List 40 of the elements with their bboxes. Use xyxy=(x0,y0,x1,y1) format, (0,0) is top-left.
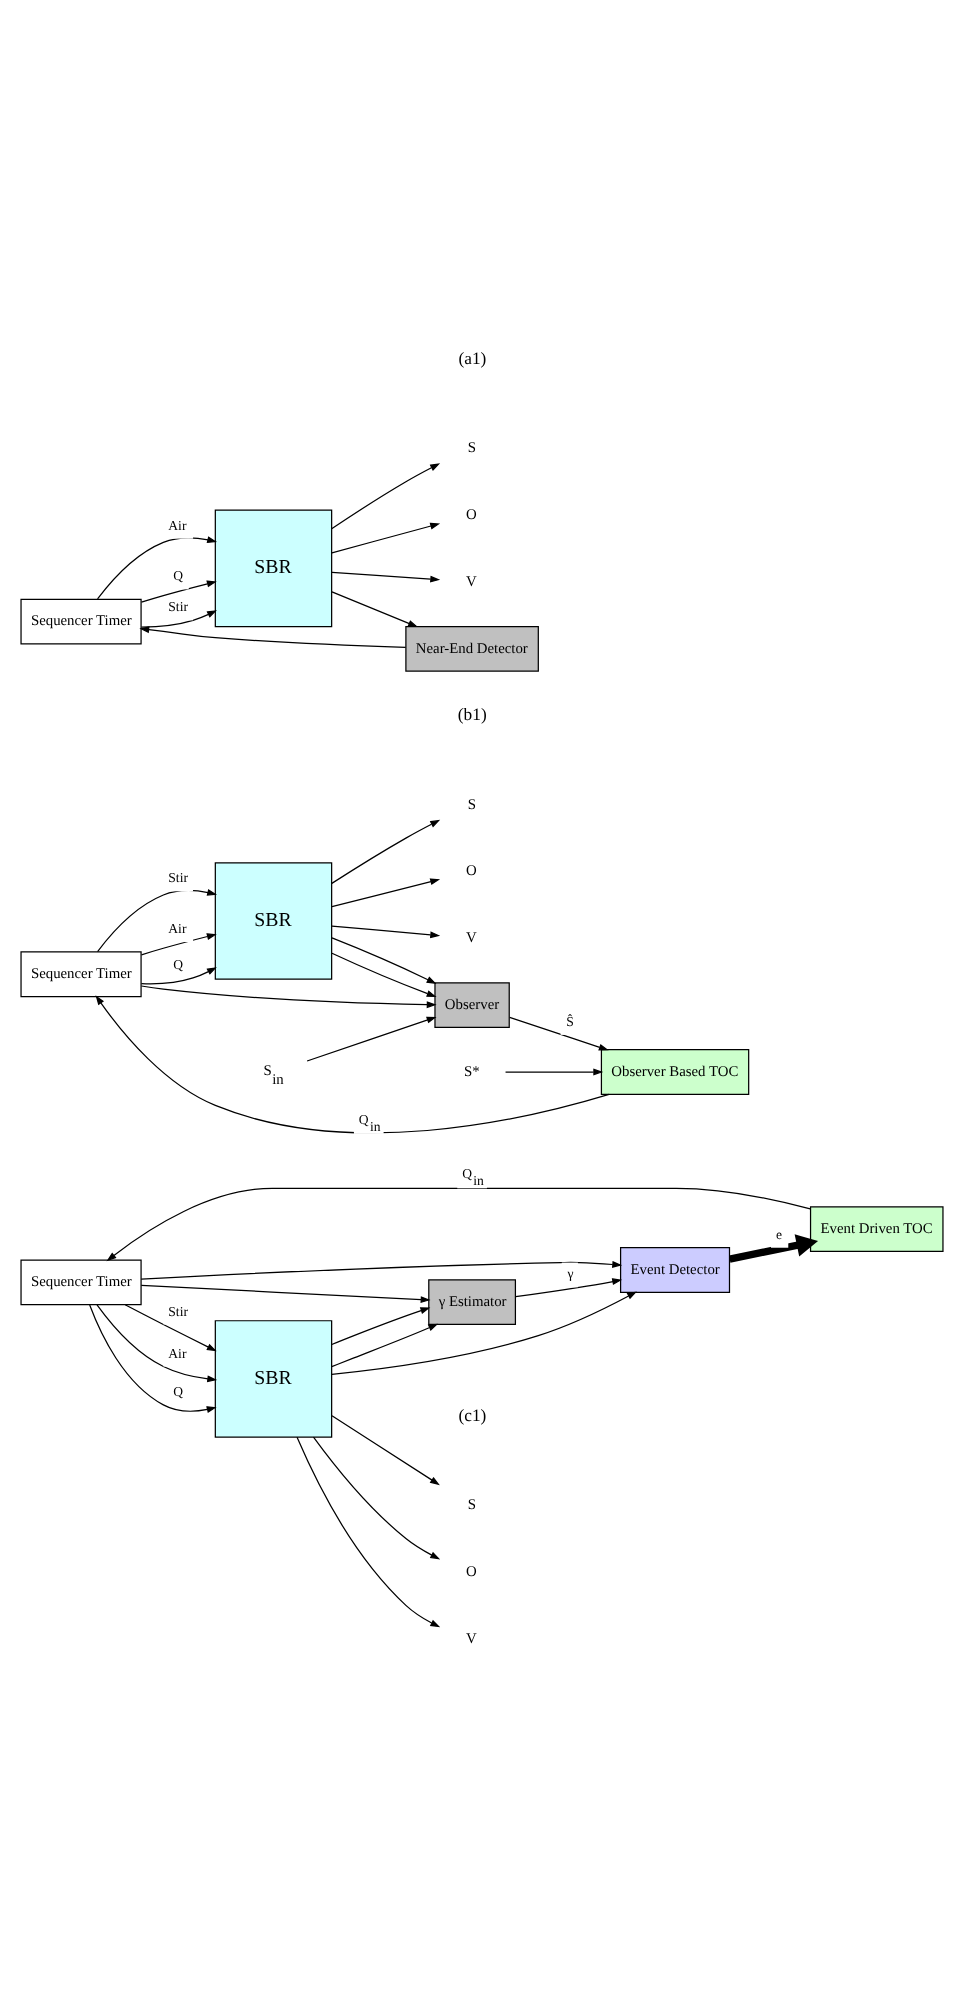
arrow xyxy=(331,1306,431,1345)
arrow xyxy=(504,1067,604,1075)
arrow xyxy=(140,1283,431,1303)
arrow xyxy=(140,932,217,955)
arrow xyxy=(331,570,441,582)
arrow xyxy=(515,1277,623,1297)
node-box: SBR xyxy=(214,1319,333,1437)
label: (c1) xyxy=(458,1403,487,1424)
arrow xyxy=(312,1435,441,1559)
arrow xyxy=(728,1233,819,1262)
arrow xyxy=(331,936,437,983)
arrow xyxy=(89,1303,217,1412)
arrow xyxy=(140,579,217,602)
arrow xyxy=(331,1290,637,1374)
label: (a1) xyxy=(458,346,487,367)
arrow xyxy=(139,625,407,647)
arrow xyxy=(140,609,217,627)
arrow xyxy=(140,984,437,1008)
arrow xyxy=(331,924,441,938)
arrow xyxy=(331,951,437,997)
arrow xyxy=(96,1303,218,1382)
arrow xyxy=(509,1015,609,1050)
arrow xyxy=(331,1322,439,1367)
arrow xyxy=(140,1260,623,1279)
arrow xyxy=(331,818,441,883)
arrow xyxy=(296,1435,441,1627)
arrow xyxy=(331,462,441,529)
node-box: SBR xyxy=(214,508,333,627)
arrow xyxy=(140,966,217,984)
arrow xyxy=(96,535,218,599)
label: (b1) xyxy=(457,703,487,724)
arrow xyxy=(106,1186,811,1261)
arrow xyxy=(331,521,441,553)
arrow xyxy=(331,1414,440,1485)
arrow xyxy=(331,877,441,907)
arrow xyxy=(124,1303,217,1351)
node-box: SBR xyxy=(214,861,333,979)
arrow xyxy=(96,888,218,952)
arrow xyxy=(331,590,418,627)
arrow xyxy=(306,1015,437,1061)
